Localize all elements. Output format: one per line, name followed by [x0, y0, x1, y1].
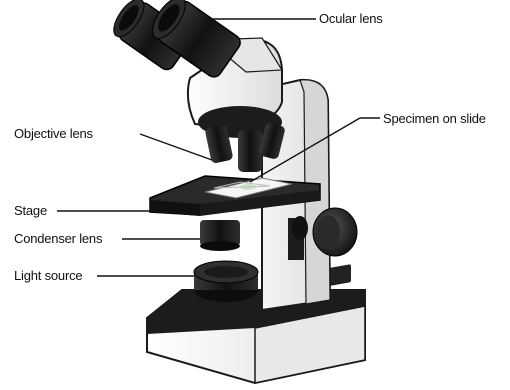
leader-objective-lens — [140, 134, 212, 160]
label-specimen-on-slide: Specimen on slide — [383, 111, 486, 126]
condenser — [200, 220, 240, 251]
eyepieces — [108, 0, 243, 80]
label-condenser-lens: Condenser lens — [14, 231, 102, 246]
label-light-source: Light source — [14, 268, 82, 283]
label-stage: Stage — [14, 203, 47, 218]
label-objective-lens: Objective lens — [14, 126, 93, 141]
light-source — [194, 261, 258, 302]
label-ocular-lens: Ocular lens — [319, 11, 383, 26]
